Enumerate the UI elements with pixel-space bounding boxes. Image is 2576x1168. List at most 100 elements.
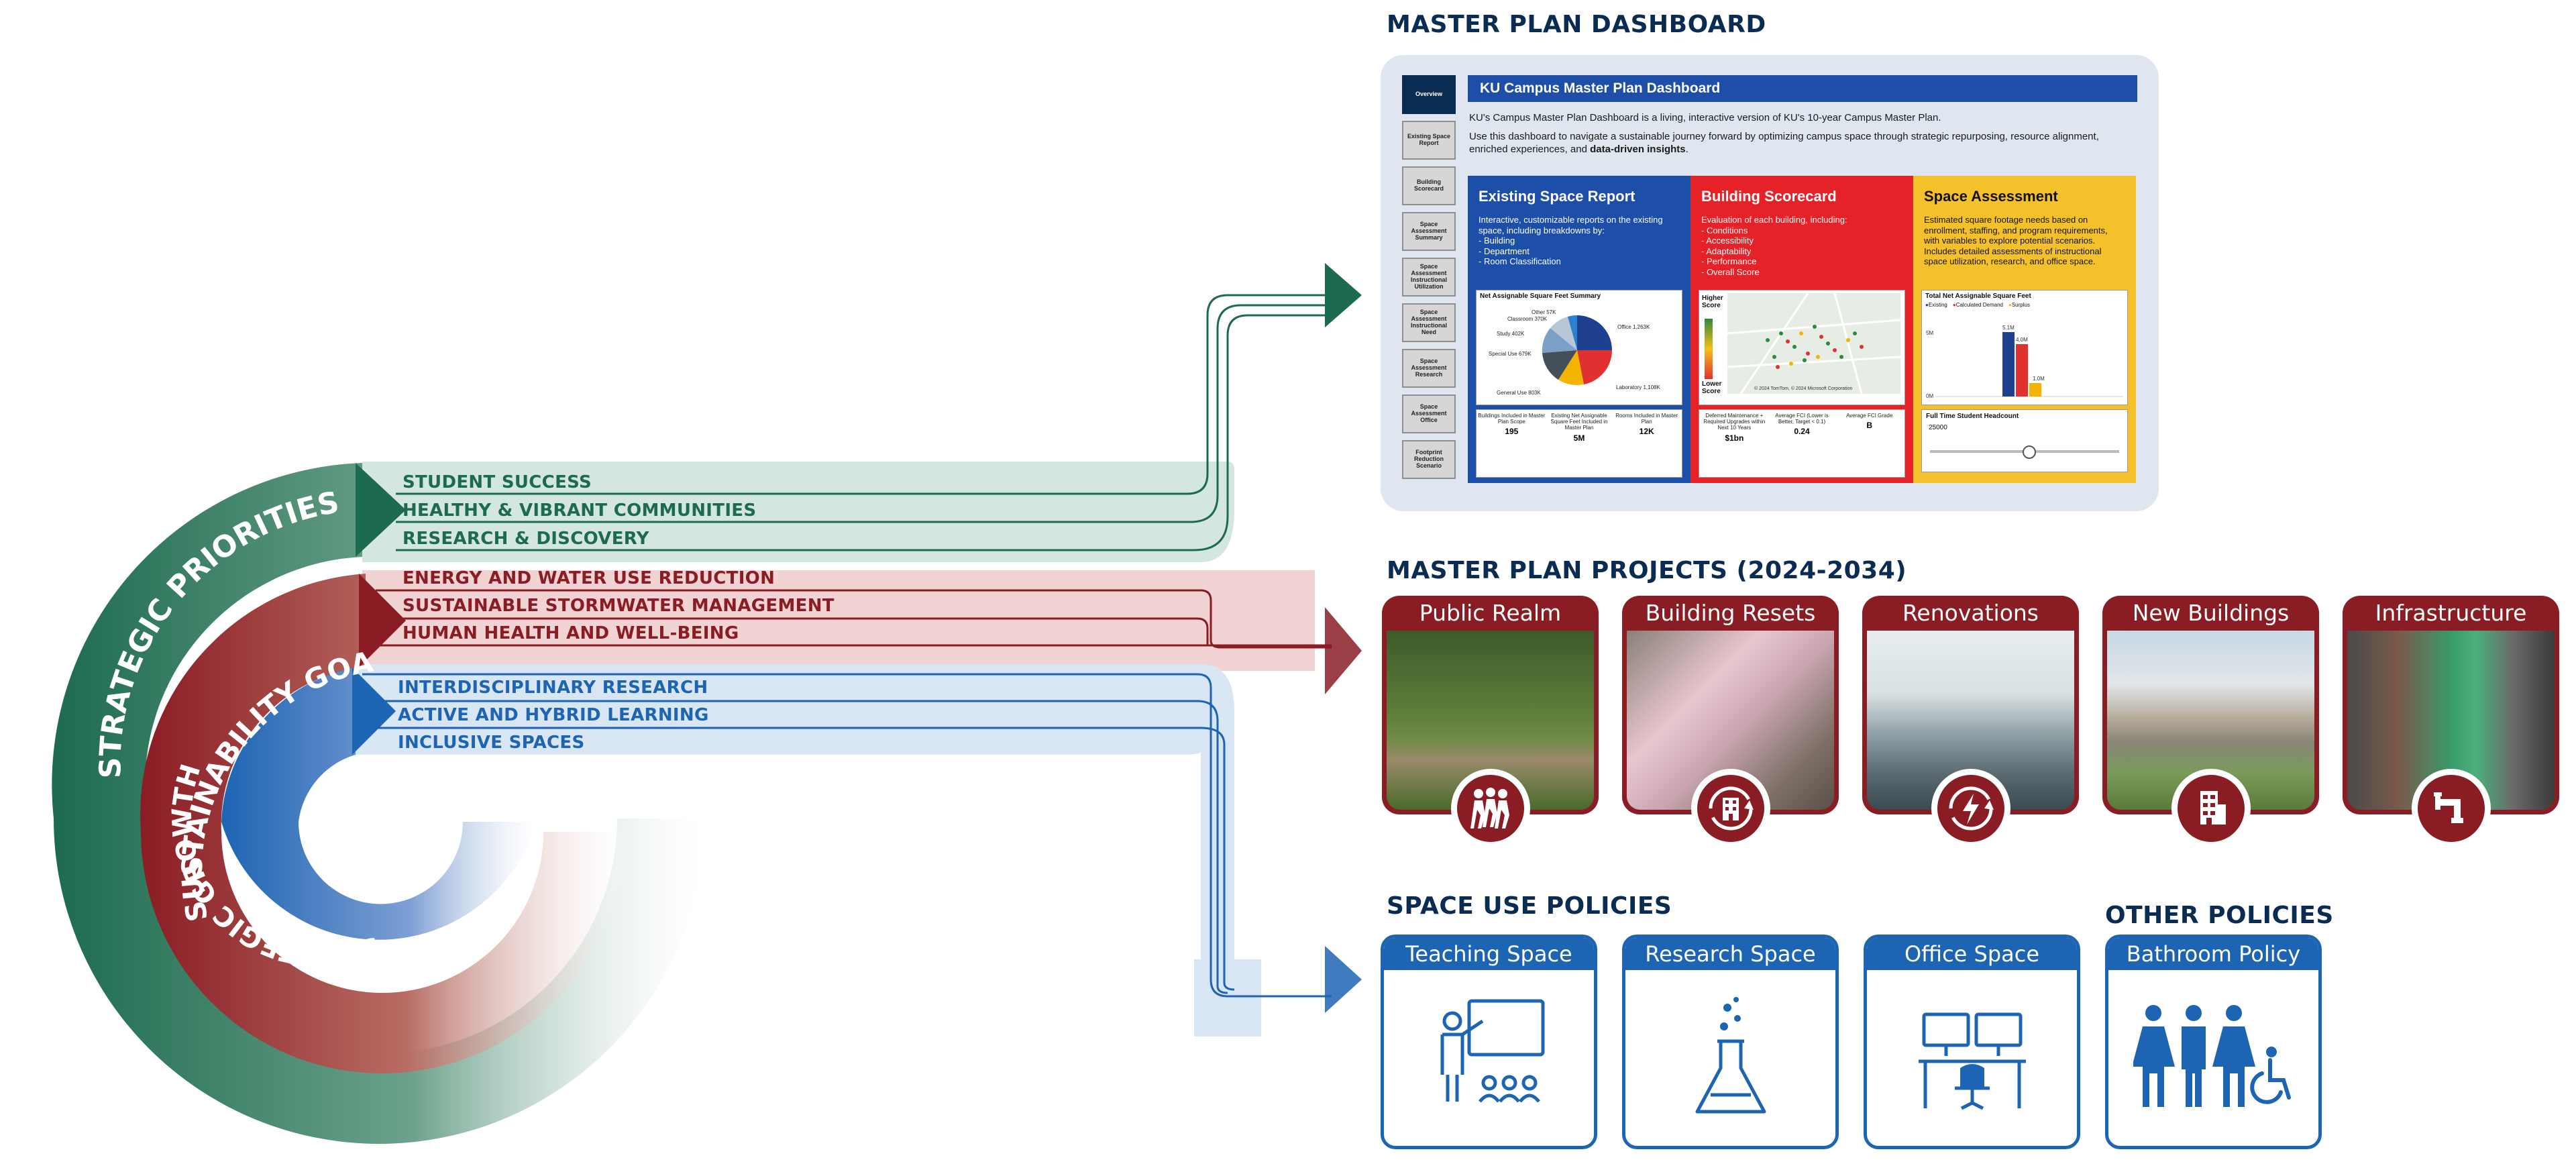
- policy-title: Research Space: [1625, 938, 1835, 970]
- nav-existing-space-report[interactable]: Existing Space Report: [1402, 121, 1456, 160]
- card-title: Existing Space Report: [1479, 188, 1635, 205]
- card-building-scorecard[interactable]: Building Scorecard Evaluation of each bu…: [1690, 176, 1913, 483]
- other-policies-heading: OTHER POLICIES: [2105, 902, 2334, 929]
- nav-building-scorecard[interactable]: Building Scorecard: [1402, 166, 1456, 205]
- policy-title: Office Space: [1867, 938, 2077, 970]
- band-green-item-2: HEALTHY & VIBRANT COMMUNITIES: [402, 500, 757, 521]
- pipe-icon: [2411, 769, 2491, 848]
- bar-surplus: [2029, 383, 2041, 396]
- project-building-resets[interactable]: Building Resets: [1622, 596, 1839, 848]
- bar-label-existing: 5.1M: [2002, 325, 2015, 331]
- scorecard-map-panel: Higher Score Lower Score © 2024 TomTom, …: [1699, 290, 1905, 405]
- nav-space-assessment-summary[interactable]: Space Assessment Summary: [1402, 212, 1456, 251]
- band-red-item-2: SUSTAINABLE STORMWATER MANAGEMENT: [402, 596, 835, 616]
- bar-chart-title: Total Net Assignable Square Feet: [1925, 293, 2031, 300]
- restroom-icon: [2133, 1005, 2291, 1107]
- card-title: Space Assessment: [1924, 188, 2058, 205]
- policy-bathroom[interactable]: Bathroom Policy: [2105, 935, 2322, 1149]
- project-public-realm[interactable]: Public Realm: [1382, 596, 1599, 848]
- nasf-pie-panel: Net Assignable Square Feet Summary Offic…: [1476, 290, 1682, 405]
- map-copyright: © 2024 TomTom, © 2024 Microsoft Corporat…: [1754, 386, 1852, 391]
- dashboard-heading: MASTER PLAN DASHBOARD: [1387, 11, 1766, 38]
- slider-thumb[interactable]: [2023, 445, 2036, 459]
- nav-footprint-reduction[interactable]: Footprint Reduction Scenario: [1402, 440, 1456, 479]
- policy-office-space[interactable]: Office Space: [1864, 935, 2080, 1149]
- project-title: New Buildings: [2132, 600, 2290, 626]
- band-blue-item-3: INCLUSIVE SPACES: [398, 733, 585, 753]
- nav-overview[interactable]: Overview: [1402, 75, 1456, 114]
- headcount-slider-panel: Full Time Student Headcount 25000: [1921, 409, 2128, 472]
- card-existing-space-report[interactable]: Existing Space Report Interactive, custo…: [1468, 176, 1690, 483]
- band-red-item-3: HUMAN HEALTH AND WELL-BEING: [402, 623, 739, 643]
- project-infrastructure[interactable]: Infrastructure: [2343, 596, 2559, 848]
- y-label-0m: 0M: [1926, 393, 1933, 399]
- card-description: Interactive, customizable reports on the…: [1479, 215, 1663, 267]
- space-use-heading: SPACE USE POLICIES: [1387, 892, 1672, 920]
- nav-instructional-utilization[interactable]: Space Assessment Instructional Utilizati…: [1402, 258, 1456, 297]
- projects-heading: MASTER PLAN PROJECTS (2024-2034): [1387, 557, 1907, 584]
- dashboard-intro: KU's Campus Master Plan Dashboard is a l…: [1469, 111, 2133, 162]
- pie-title: Net Assignable Square Feet Summary: [1480, 293, 1601, 300]
- project-title: Infrastructure: [2375, 600, 2527, 626]
- nav-instructional-need[interactable]: Space Assessment Instructional Need: [1402, 303, 1456, 342]
- refresh-bolt-icon: [1931, 769, 2010, 848]
- card-space-assessment[interactable]: Space Assessment Estimated square footag…: [1913, 176, 2136, 483]
- building-icon: [2171, 769, 2251, 848]
- policy-title: Bathroom Policy: [2108, 938, 2318, 970]
- policy-research-space[interactable]: Research Space: [1622, 935, 1839, 1149]
- slider-label: Full Time Student Headcount: [1926, 413, 2019, 420]
- pie-label-office: Office 1,263K: [1617, 324, 1650, 330]
- pie-label-special-use: Special Use 679K: [1489, 351, 1532, 357]
- score-gradient: [1705, 319, 1713, 379]
- legend-demand: ●Calculated Demand: [1952, 302, 2003, 308]
- band-red-item-1: ENERGY AND WATER USE REDUCTION: [402, 568, 775, 588]
- desk-monitors-icon: [1918, 1012, 2026, 1110]
- band-green-item-3: RESEARCH & DISCOVERY: [402, 529, 649, 549]
- people-walking-icon: [1450, 769, 1530, 848]
- pie-label-laboratory: Laboratory 1,108K: [1616, 384, 1660, 390]
- card-stats: Deferred Maintenance + Required Upgrades…: [1699, 409, 1905, 478]
- scorecard-map: © 2024 TomTom, © 2024 Microsoft Corporat…: [1727, 293, 1900, 394]
- nasf-bar-chart: 5M 0M 5.1M 4.0M 1.0M: [1926, 325, 2123, 399]
- y-label-5m: 5M: [1926, 330, 1933, 336]
- legend-lower: Lower Score: [1702, 380, 1722, 395]
- dashboard-title: KU Campus Master Plan Dashboard: [1468, 75, 2137, 102]
- card-title: Building Scorecard: [1701, 188, 1837, 205]
- stat-nasf: Existing Net Assignable Square Feet Incl…: [1550, 413, 1608, 443]
- intro-bold: data-driven insights: [1590, 144, 1686, 155]
- strategy-diagram: STRATEGIC PRIORITIES SUSTAINABILITY GOAL…: [52, 263, 1362, 1144]
- legend-surplus: ●Surplus: [2008, 302, 2030, 308]
- policy-title: Teaching Space: [1384, 938, 1594, 970]
- legend-existing: ●Existing: [1925, 302, 1947, 308]
- bar-demand: [2016, 344, 2028, 396]
- bar-label-demand: 4.0M: [2016, 337, 2028, 343]
- stat-average-fci: Average FCI (Lower is Better, Target < 0…: [1775, 413, 1829, 437]
- band-blue-item-2: ACTIVE AND HYBRID LEARNING: [398, 705, 709, 725]
- intro-line-2: Use this dashboard to navigate a sustain…: [1469, 130, 2099, 156]
- project-title: Public Realm: [1419, 600, 1562, 626]
- policy-teaching-space[interactable]: Teaching Space: [1381, 935, 1597, 1149]
- project-title: Building Resets: [1645, 600, 1816, 626]
- building-refresh-icon: [1690, 769, 1770, 848]
- project-new-buildings[interactable]: New Buildings: [2102, 596, 2319, 848]
- bar-legend: ●Existing ●Calculated Demand ●Surplus: [1922, 302, 2127, 308]
- nav-space-assessment-research[interactable]: Space Assessment Research: [1402, 349, 1456, 388]
- bar-existing: [2002, 332, 2015, 396]
- card-description: Evaluation of each building, including: …: [1701, 215, 1847, 277]
- pie-label-other: Other 57K: [1532, 309, 1556, 315]
- bar-label-surplus: 1.0M: [2033, 376, 2045, 382]
- nasf-bar-panel: Total Net Assignable Square Feet ●Existi…: [1921, 290, 2128, 405]
- legend-higher: Higher Score: [1702, 295, 1723, 309]
- teacher-board-icon: [1440, 999, 1544, 1103]
- project-renovations[interactable]: Renovations: [1862, 596, 2079, 848]
- project-title: Renovations: [1902, 600, 2039, 626]
- slider-value: 25000: [1929, 424, 1947, 431]
- nasf-pie-chart: Office 1,263K Laboratory 1,108K General …: [1489, 309, 1660, 396]
- nav-space-assessment-office[interactable]: Space Assessment Office: [1402, 394, 1456, 433]
- pie-label-classroom: Classroom 370K: [1507, 316, 1548, 322]
- pie-label-general-use: General Use 803K: [1497, 390, 1541, 396]
